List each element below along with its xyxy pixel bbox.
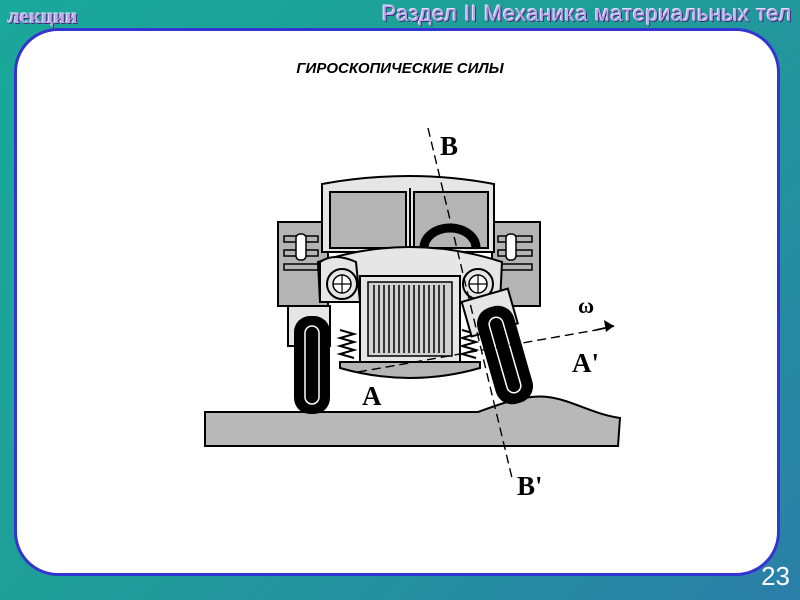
slide-card xyxy=(14,28,780,576)
label-a-prime: A' xyxy=(572,348,599,378)
slide-title: ГИРОСКОПИЧЕСКИЕ СИЛЫ xyxy=(296,60,504,77)
axis-a-a-prime xyxy=(357,329,597,373)
left-wheel xyxy=(294,316,330,414)
label-a: A xyxy=(362,381,382,411)
windshield-left xyxy=(329,191,407,249)
steering-wheel xyxy=(419,223,481,249)
label-b: B xyxy=(440,131,458,161)
lower-body xyxy=(339,361,481,379)
section-title: Раздел II Механика материальных тел xyxy=(381,1,792,26)
lectures-label: лекции xyxy=(8,4,78,28)
right-wheel xyxy=(476,305,534,405)
left-spring xyxy=(336,329,358,359)
road xyxy=(204,395,622,447)
label-b-prime: B' xyxy=(517,471,543,501)
label-omega: ω xyxy=(578,293,594,318)
axis-b-b-prime xyxy=(427,127,513,479)
page-number: 23 xyxy=(761,561,790,591)
